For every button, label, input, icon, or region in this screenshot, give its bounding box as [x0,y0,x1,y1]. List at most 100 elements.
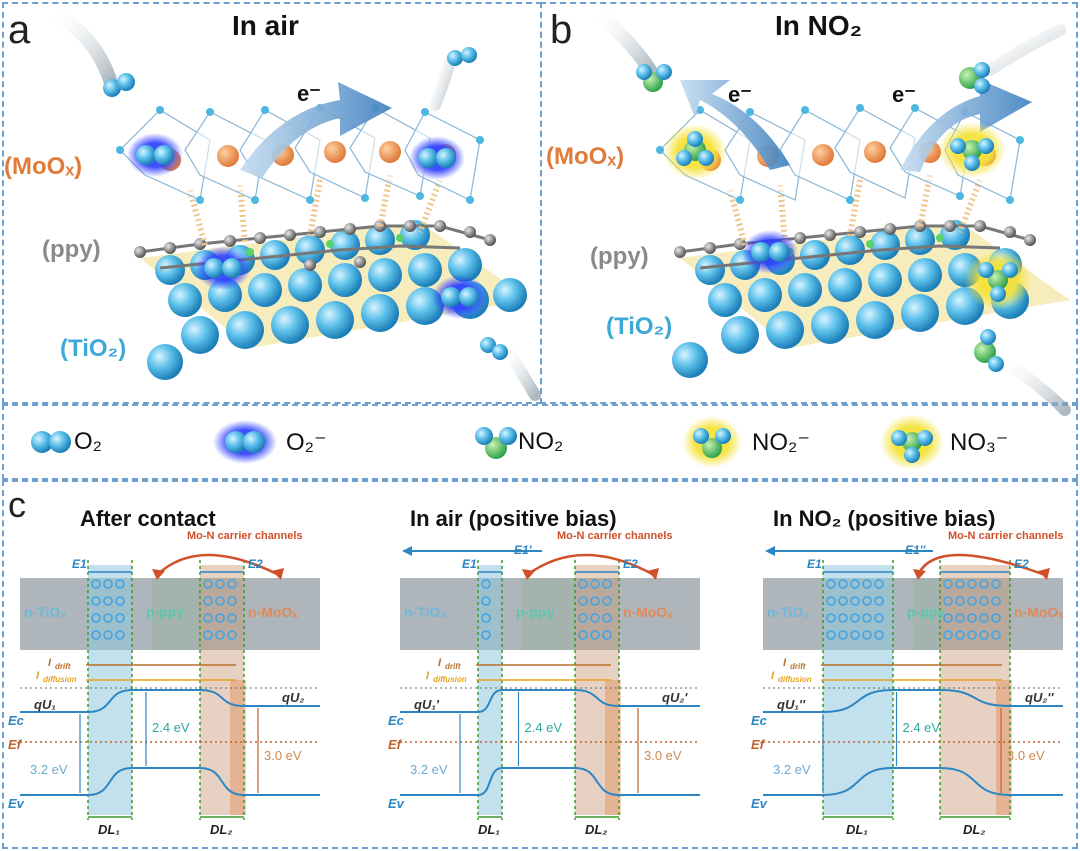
qu2-label-1: qU₂' [662,690,688,705]
p-ppy-label-2: p-ppy [907,604,946,620]
carrier-dot [838,630,848,640]
e1-label-2: E1 [807,557,822,571]
carrier-dot [862,630,872,640]
panel-a-title: In air [232,10,299,41]
panel-a-electron: e⁻ [297,81,321,106]
carrier-dot [481,630,491,640]
carrier-dot [838,579,848,589]
carrier-dot [103,613,113,623]
n-tio2-label-1: n-TiO₂ [404,604,447,620]
valence-band [763,767,1063,796]
ppy-region [913,578,940,650]
carrier-dot [227,630,237,640]
no2-molecule-icon [475,427,517,459]
no3-ion-icon [880,414,944,470]
carrier-dot [826,613,836,623]
carrier-dot [602,613,612,623]
carrier-dot [838,613,848,623]
carrier-dot [943,613,953,623]
i-drift-subscript-0: drift [55,662,71,671]
carrier-channel-label-1: Mo-N carrier channels [557,530,673,542]
band-diagram-title-1: In air (positive bias) [410,506,617,531]
carrier-dot [227,579,237,589]
p-ppy-label-0: p-ppy [146,604,185,620]
carrier-dot [91,630,101,640]
qu1-label-1: qU₁' [414,697,439,712]
carrier-dot [590,579,600,589]
e1-label-0: E1 [72,557,87,571]
carrier-dot [227,596,237,606]
channel-arrowhead-left [522,569,535,580]
i-drift-label-0: I [48,657,52,669]
carrier-dot [838,596,848,606]
carrier-dot [943,579,953,589]
panel-b-artwork [588,3,1071,416]
i-diffusion-subscript-1: diffusion [433,675,467,684]
ppy-region [152,578,200,650]
n-moo-label-2: n-MoOₓ [1014,604,1064,620]
moo-column [605,680,621,815]
carrier-dot [874,596,884,606]
carrier-dot [115,596,125,606]
gap-tio2-label-0: 3.2 eV [30,762,68,777]
channel-arrowhead-left [913,569,926,580]
valence-band [400,767,700,796]
carrier-dot [967,579,977,589]
n-moo-label-0: n-MoOₓ [248,604,298,620]
i-diffusion-subscript-2: diffusion [778,675,812,684]
moo-column [996,680,1012,815]
carrier-dot [215,630,225,640]
carrier-dot [979,579,989,589]
carrier-dot [578,613,588,623]
legend-label-o2: O₂ [74,428,102,455]
legend-frame [2,404,1078,480]
carrier-dot [215,579,225,589]
panel-b-electron-right: e⁻ [892,82,916,107]
conduction-band [400,689,700,713]
i-drift-subscript-2: drift [790,662,806,671]
p-ppy-label-1: p-ppy [516,604,555,620]
carrier-dot [91,579,101,589]
channel-arrowhead-left [152,569,165,580]
panel-b-ppy-label: (ppy) [590,243,649,270]
carrier-dot [115,613,125,623]
carrier-dot [203,579,213,589]
e1-shift-arrowhead [765,546,775,556]
dl1-label-1: DL₁ [478,822,500,837]
channel-arrowhead-right [647,568,659,580]
carrier-dot [481,596,491,606]
carrier-dot [602,579,612,589]
carrier-dot [590,613,600,623]
carrier-dot [991,630,1001,640]
carrier-dot [578,596,588,606]
carrier-dot [602,630,612,640]
gap-ppy-label-2: 2.4 eV [902,720,941,735]
panel-a-moox-label: (MoOₓ) [4,153,83,180]
channel-arrowhead-right [1038,568,1050,580]
carrier-dot [850,613,860,623]
ec-label-1: Ec [388,713,404,728]
i-drift-label-1: I [438,657,442,669]
gap-moo-label-1: 3.0 eV [644,748,682,763]
gap-moo-label-0: 3.0 eV [264,748,302,763]
carrier-dot [850,630,860,640]
carrier-dot [203,613,213,623]
legend-label-no2: NO₂ [518,428,564,455]
channel-arrow [156,553,280,577]
conduction-band [763,689,1063,713]
gap-tio2-label-1: 3.2 eV [410,762,448,777]
ev-label-1: Ev [388,796,404,811]
carrier-dot [578,579,588,589]
carrier-dot [943,596,953,606]
carrier-dot [203,630,213,640]
carrier-channel-label-2: Mo-N carrier channels [948,530,1064,542]
carrier-dot [602,596,612,606]
carrier-dot [115,579,125,589]
qu1-label-0: qU₁ [34,697,56,712]
carrier-dot [826,596,836,606]
carrier-dot [874,613,884,623]
legend-label-no2-ion: NO₂⁻ [752,429,810,456]
carrier-dot [991,613,1001,623]
legend-label-o2-ion: O₂⁻ [286,429,327,456]
